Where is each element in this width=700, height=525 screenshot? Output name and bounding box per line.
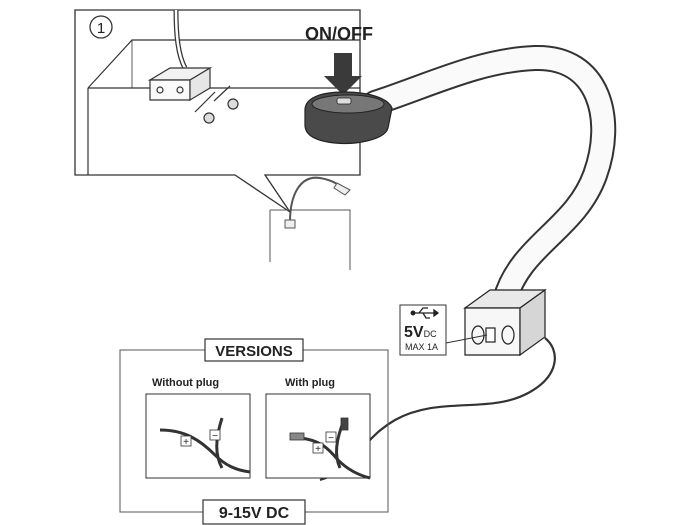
with-plug-plus: + [315, 444, 321, 455]
step-number-badge [89, 15, 113, 39]
on-off-label: ON/OFF [305, 24, 373, 44]
versions-panel: VERSIONS Without plug With plug + − + − … [119, 338, 389, 525]
usb-port[interactable] [485, 327, 496, 343]
usb-voltage: 5VDC [404, 324, 437, 341]
lamp-base [463, 288, 547, 357]
usb-icon [410, 307, 440, 319]
power-switch[interactable] [336, 97, 352, 105]
with-plug-label: With plug [285, 377, 335, 389]
small-lamp-sketch [269, 176, 351, 270]
step-number: 1 [97, 20, 105, 37]
usb-current: MAX 1A [405, 342, 438, 352]
without-plug-label: Without plug [152, 377, 219, 389]
without-plug-plus: + [183, 437, 189, 448]
without-plug-minus: − [212, 431, 218, 442]
down-arrow-icon [324, 53, 362, 95]
usb-spec-label: 5VDC MAX 1A [399, 304, 488, 356]
input-voltage-label: 9-15V DC [219, 505, 290, 522]
mounting-detail-callout [74, 9, 361, 213]
without-plug-diagram: + − [145, 393, 251, 479]
with-plug-diagram: + − [265, 393, 371, 480]
versions-title: VERSIONS [215, 343, 293, 360]
with-plug-minus: − [328, 433, 334, 444]
gooseneck-lamp [304, 44, 617, 313]
